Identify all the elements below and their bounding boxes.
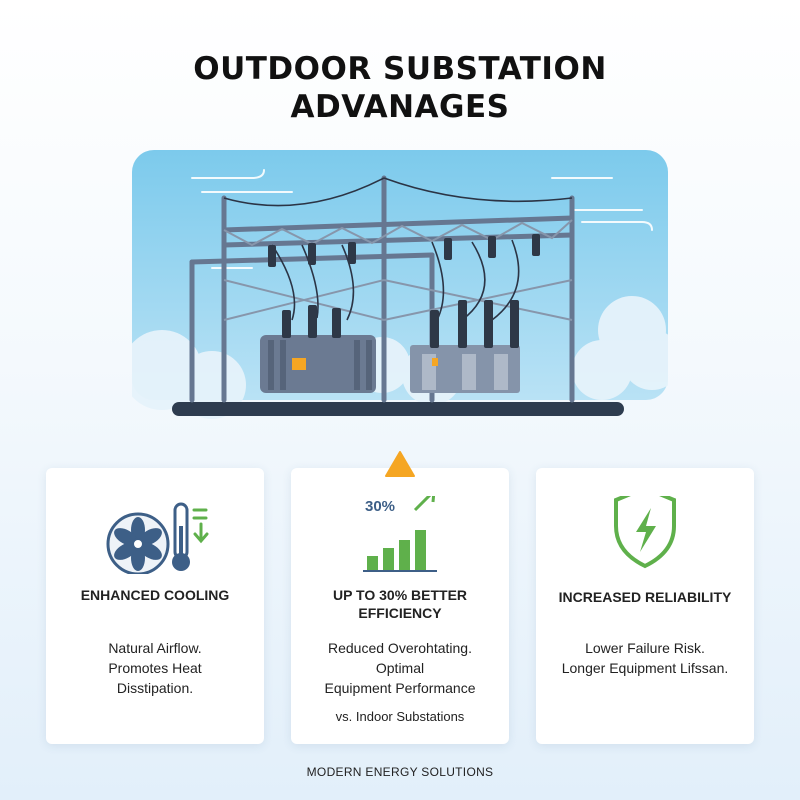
card-heading: UP TO 30% BETTER EFFICIENCY xyxy=(299,586,501,622)
card-heading: INCREASED RELIABILITY xyxy=(558,589,732,605)
card-note: vs. Indoor Substations xyxy=(335,709,465,724)
card-body-line: Equipment Performance xyxy=(324,680,476,696)
page-title: OUTDOOR SUBSTATION ADVANAGES xyxy=(0,50,800,126)
card-efficiency: 30% UP TO 30% BETTER EFFICIENCY Reduced … xyxy=(291,468,509,744)
arrow-down-icon xyxy=(192,508,209,544)
title-line-1: OUTDOOR SUBSTATION xyxy=(193,51,607,87)
card-enhanced-cooling: ENHANCED COOLING Natural Airflow. Promot… xyxy=(46,468,264,744)
card-heading: ENHANCED COOLING xyxy=(80,587,230,603)
card-body-line: Lower Failure Risk. xyxy=(585,640,705,656)
card-reliability: INCREASED RELIABILITY Lower Failure Risk… xyxy=(536,468,754,744)
thermometer-icon xyxy=(172,502,190,571)
shield-lightning-icon xyxy=(614,496,676,569)
card-body-line: Reduced Overohtating. xyxy=(328,640,472,656)
card-heading-line: EFFICIENCY xyxy=(358,605,442,621)
fan-icon xyxy=(106,512,170,574)
percent-label: 30% xyxy=(365,498,396,515)
card-body-line: Longer Equipment Lifssan. xyxy=(561,660,729,676)
substation-illustration xyxy=(132,150,668,419)
warning-icon xyxy=(385,451,415,477)
card-body-line: Promotes Heat xyxy=(108,660,202,676)
card-body: Natural Airflow. Promotes Heat Disstipat… xyxy=(54,638,256,698)
card-heading-line: UP TO 30% BETTER xyxy=(332,587,468,603)
card-body: Lower Failure Risk. Longer Equipment Lif… xyxy=(544,638,746,678)
efficiency-chart-icon xyxy=(363,496,437,572)
card-body-line: Optimal xyxy=(375,660,425,676)
card-body: Reduced Overohtating. Optimal Equipment … xyxy=(299,638,501,698)
footer-brand: MODERN ENERGY SOLUTIONS xyxy=(306,765,494,779)
title-line-2: ADVANAGES xyxy=(290,89,510,125)
cooling-icons xyxy=(106,502,209,574)
card-body-line: Disstipation. xyxy=(116,680,194,696)
bar-growth-icon xyxy=(363,496,437,572)
card-body-line: Natural Airflow. xyxy=(108,640,202,656)
